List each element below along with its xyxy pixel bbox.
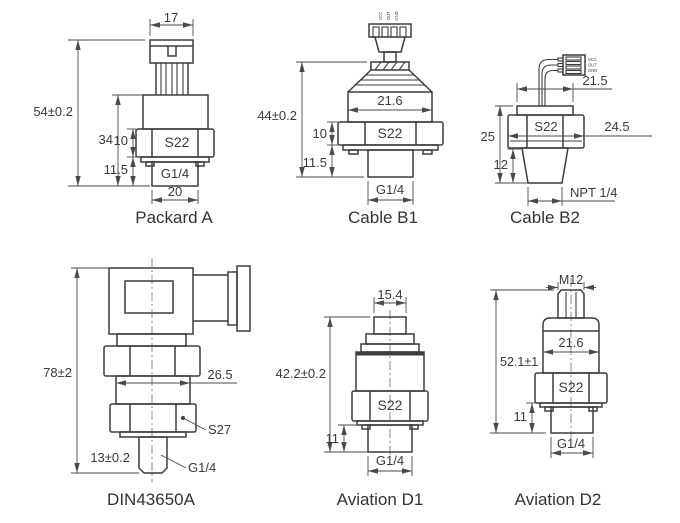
d1-hex-size-label: S22 (378, 397, 403, 413)
b1-cable-stem (374, 36, 406, 53)
b1-wire-labels: VCC OUT GND (378, 11, 399, 21)
figure-label-cable-b1: Cable B1 (348, 208, 418, 227)
figure-label-aviation-d1: Aviation D1 (337, 490, 424, 509)
dim-packard-upper-height: 34 (99, 132, 113, 147)
din43650a-outline (103, 265, 251, 474)
aviation-d2-outline (534, 289, 608, 434)
dim-d2-lower-height: 11 (514, 409, 528, 424)
b2-cap (516, 105, 574, 116)
b1-hex-size-label: S22 (378, 125, 403, 141)
b2-hex-size-label: S22 (534, 119, 557, 134)
cable-b2-dimension-lines (495, 83, 652, 206)
d2-hex-size-label: S22 (559, 379, 584, 395)
d2-thread-port (550, 406, 594, 434)
b1-wire-label-gnd: GND (394, 11, 399, 20)
packard-pins (160, 63, 184, 95)
dim-din-thread-height: 13±0.2 (90, 450, 130, 465)
packard-body (142, 94, 209, 130)
figure-label-din43650a: DIN43650A (107, 490, 196, 509)
packard-thread-port (151, 161, 199, 187)
dim-b2-overall-height: 25 (481, 129, 495, 144)
din-thread-port (138, 436, 168, 474)
b1-strain-relief-cap (370, 61, 410, 71)
aviation-d1-outline (351, 316, 429, 453)
din-housing-window (124, 280, 174, 314)
b1-cone-bands (355, 74, 425, 86)
aviation-d2-dimension-lines (490, 282, 599, 458)
dim-b2-cap-width: 21.5 (582, 73, 607, 88)
cable-b1-outline (337, 23, 444, 178)
packard-connector (149, 39, 194, 64)
dim-packard-top-width: 17 (164, 10, 178, 25)
dim-b2-thread-height: 12 (494, 157, 508, 172)
figure-cable-b1: VCC OUT GND 21.6 44±0.2 10 11.5 S22 G1/4… (257, 11, 444, 227)
dim-din-overall-height: 78±2 (43, 365, 72, 380)
dim-d2-top-thread: M12 (559, 273, 583, 287)
dim-b1-body-width: 21.6 (377, 93, 402, 108)
d1-thread-port (367, 424, 413, 453)
din-side-plug (227, 271, 238, 326)
packard-a-outline (135, 39, 215, 187)
din-body (115, 375, 191, 405)
b1-wire-label-vcc: VCC (378, 12, 383, 21)
packard-connector-tab (167, 46, 177, 57)
figure-packard-a: 17 54±0.2 34 10 11.5 S22 G1/4 20 Packard… (33, 10, 215, 227)
dim-b2-hex-width: 24.5 (604, 119, 629, 134)
dim-din-body-width: 26.5 (207, 367, 232, 382)
figure-label-aviation-d2: Aviation D2 (515, 490, 602, 509)
b1-wire-label-out: OUT (386, 11, 391, 20)
figure-label-packard-a: Packard A (135, 208, 213, 227)
dim-d1-top-width: 15.4 (377, 287, 402, 302)
figure-aviation-d2: M12 52.1±1 21.6 11 S22 G1/4 Aviation D2 (490, 273, 608, 509)
figure-din43650a: 78±2 26.5 S27 13±0.2 G1/4 DIN43650A (43, 258, 251, 509)
din-thread-label: G1/4 (188, 460, 216, 475)
d1-thread-label: G1/4 (376, 453, 404, 468)
packard-hex-size-label: S22 (165, 134, 190, 150)
b2-wire-label-gnd: GND (588, 68, 597, 73)
b2-wires (538, 58, 558, 106)
din-hex-size-label: S27 (208, 422, 231, 437)
din43650a-dimension-lines (71, 267, 237, 474)
cable-b2-outline (507, 54, 586, 184)
d2-thread-label: G1/4 (557, 436, 585, 451)
aviation-d1-dimension-lines (324, 297, 413, 476)
figure-label-cable-b2: Cable B2 (510, 208, 580, 227)
d2-body (542, 317, 600, 374)
dim-b1-hex-height: 10 (313, 126, 327, 141)
dim-d1-lower-height: 11 (326, 431, 340, 446)
b2-wire-labels: VCC OUT GND (588, 57, 597, 73)
dim-b1-overall-height: 44±0.2 (257, 108, 297, 123)
b2-npt-thread (521, 147, 569, 184)
dim-packard-hex-height: 10 (114, 133, 128, 148)
b1-connector (368, 23, 412, 38)
din-side-plug-cap (236, 265, 251, 332)
b2-wire-label-out: OUT (588, 63, 597, 68)
din-flange (116, 333, 187, 347)
din-housing (108, 267, 194, 335)
b1-thread-port (367, 149, 414, 178)
dim-d1-overall-height: 42.2±0.2 (275, 366, 326, 381)
b2-thread-label: NPT 1/4 (570, 185, 617, 200)
dim-packard-lower-height: 11.5 (104, 162, 128, 177)
dim-packard-overall-height: 54±0.2 (33, 104, 73, 119)
b1-thread-label: G1/4 (376, 182, 404, 197)
dim-d2-overall-height: 52.1±1 (500, 355, 538, 369)
b1-cable-boot (383, 51, 397, 63)
packard-a-dimension-lines (68, 19, 199, 204)
figure-aviation-d1: 15.4 42.2±0.2 11 S22 G1/4 Aviation D1 (275, 287, 429, 509)
dim-packard-bottom-width: 20 (168, 184, 182, 199)
packard-thread-label: G1/4 (161, 166, 189, 181)
b2-wire-label-vcc: VCC (588, 57, 597, 62)
dim-d2-body-width: 21.6 (558, 335, 583, 350)
dim-b1-lower-height: 11.5 (303, 155, 327, 170)
figure-cable-b2: VCC OUT GND 21.5 24.5 25 12 S22 NPT 1/4 (481, 54, 652, 227)
cable-b1-dimension-lines (296, 61, 432, 205)
